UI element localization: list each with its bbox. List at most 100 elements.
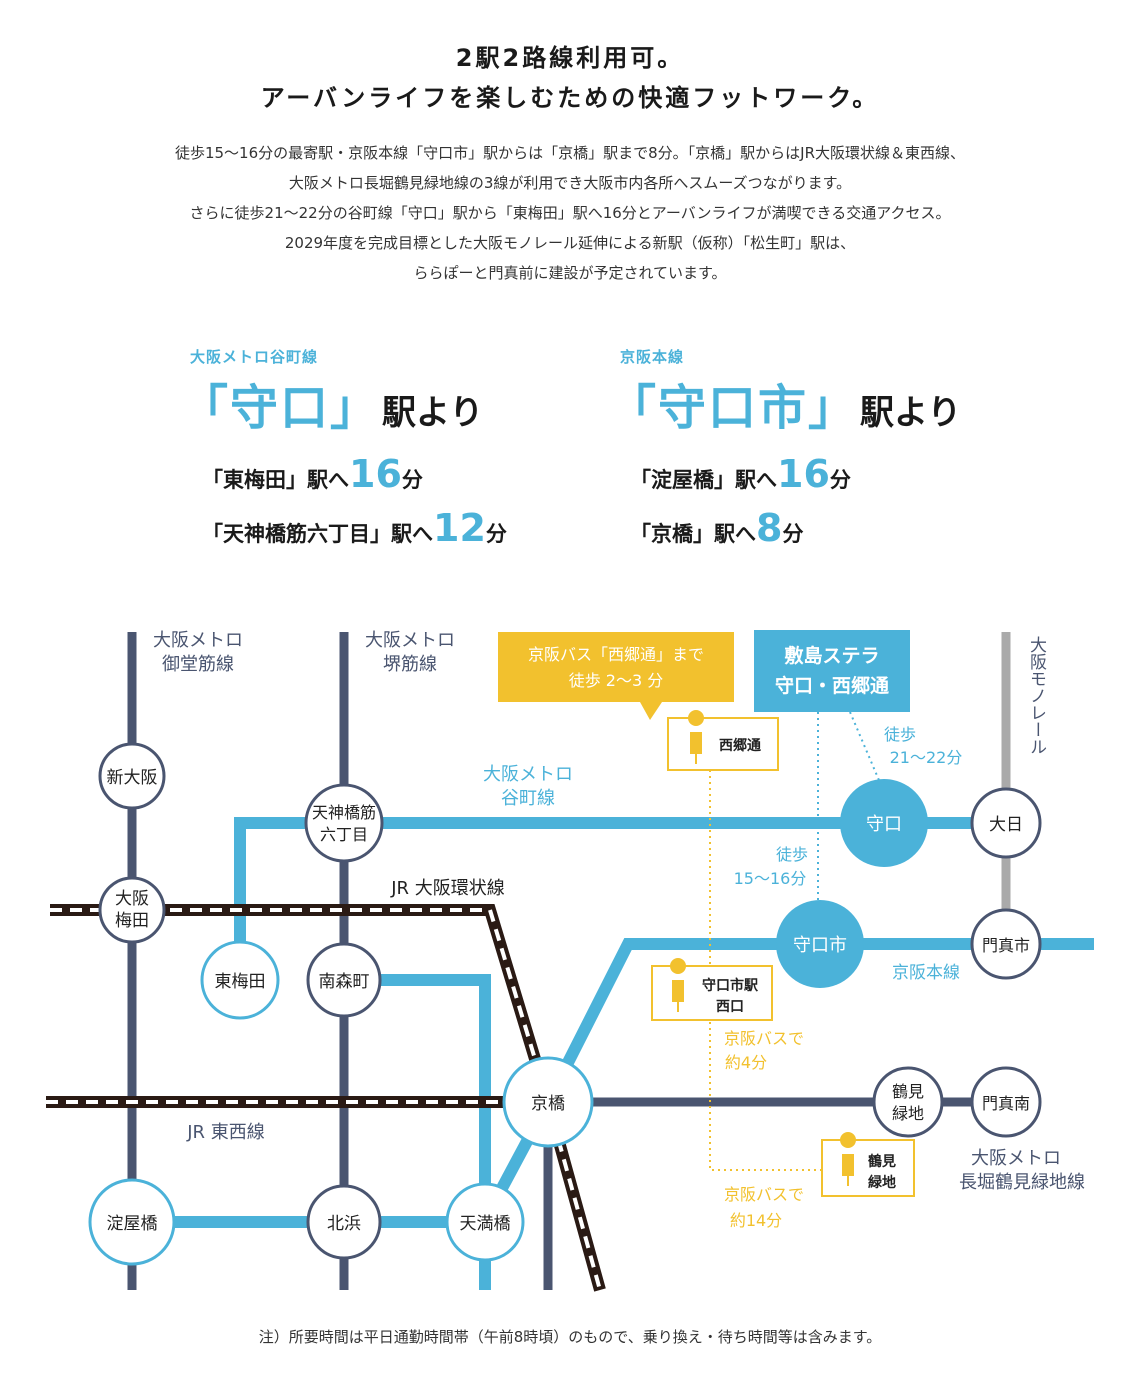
headline-line-1: 2駅2路線利用可。 (455, 44, 685, 72)
station-umeda: 大阪 梅田 (98, 876, 166, 944)
station-moriguchishi: 守口市 (776, 900, 864, 988)
walk-route (709, 711, 885, 1171)
station-label: 天満橋 (460, 1214, 511, 1234)
bus-stop-tsurumi: 鶴見 緑地 (821, 1132, 915, 1197)
station-label: 緑地 (892, 1104, 924, 1123)
walk-label: 徒歩 (884, 725, 916, 744)
station-label: 梅田 (115, 911, 149, 931)
walk-label: 21〜22分 (890, 748, 963, 767)
station-kyobashi: 京橋 (502, 1056, 594, 1148)
bus-callout-text: 京阪バス「西郷通」まで (528, 645, 704, 664)
bus-stop-moriguchishi-nishi: 守口市駅 西口 (651, 958, 773, 1021)
bus-time-label: 約4分 (725, 1053, 767, 1072)
sakaisuji-label: 堺筋線 (383, 654, 437, 675)
right-line-name: 京阪本線 (620, 348, 685, 366)
station-label: 門真南 (982, 1094, 1030, 1113)
route-minutes: 16 (777, 452, 830, 496)
left-station-name: 「守口」 (180, 380, 381, 436)
station-dainichi: 大日 (970, 787, 1042, 859)
station-tsurumi-ryokuchi: 鶴見 緑地 (872, 1066, 944, 1138)
station-yodoyabashi: 淀屋橋 (88, 1178, 176, 1266)
station-label: 北浜 (327, 1214, 361, 1234)
station-label: 大阪 (115, 889, 149, 909)
station-label: 南森町 (319, 972, 370, 992)
station-label: 天神橋筋 (312, 803, 376, 822)
route-minutes: 8 (756, 506, 783, 550)
walk-label: 徒歩 (776, 845, 808, 864)
route-unit: 分 (829, 468, 851, 492)
property-name: 敷島ステラ (784, 644, 879, 667)
bus-time-label: 京阪バスで (724, 1029, 804, 1048)
left-station-heading: 「守口」駅より (180, 368, 483, 438)
left-line-name: 大阪メトロ谷町線 (190, 348, 319, 366)
tanimachi-label: 大阪メトロ (483, 764, 573, 785)
station-label: 鶴見 (892, 1082, 924, 1101)
route-map: 新大阪 大阪 梅田 天神橋筋 六丁目 東梅田 南森町 京橋 淀屋橋 北浜 天満橋… (46, 630, 1094, 1292)
property-name: 守口・西郷通 (775, 674, 890, 697)
station-tenjinbashisuji: 天神橋筋 六丁目 (304, 783, 384, 863)
sakaisuji-label: 大阪メトロ (365, 630, 455, 651)
right-station-suffix: 駅より (860, 393, 962, 433)
route-unit: 分 (782, 522, 804, 546)
footnote: 注）所要時間は平日通勤時間帯（午前8時頃）のもので、乗り換え・待ち時間等は含みま… (258, 1328, 882, 1346)
jr-loop-label: JR 大阪環状線 (390, 878, 505, 899)
property-callout: 敷島ステラ 守口・西郷通 (754, 630, 910, 712)
bus-stop-label: 西口 (716, 999, 744, 1015)
right-route-2: 「京橋」駅へ8分 (630, 506, 803, 550)
route-destination: 「天神橋筋六丁目」駅へ (202, 522, 433, 546)
right-route-1: 「淀屋橋」駅へ16分 (630, 452, 851, 496)
jr-loop-line (50, 904, 606, 1292)
bus-stop-saigo: 西郷通 (667, 710, 779, 771)
bus-stop-label: 西郷通 (719, 738, 761, 754)
station-label: 京橋 (531, 1094, 565, 1114)
route-destination: 「京橋」駅へ (630, 522, 756, 546)
station-shin-osaka: 新大阪 (98, 742, 166, 810)
bus-time-label: 約14分 (730, 1211, 782, 1230)
intro-line: ららぽーと門真前に建設が予定されています。 (413, 264, 727, 282)
bus-stop-label: 緑地 (868, 1174, 896, 1191)
route-minutes: 16 (349, 452, 402, 496)
walk-label: 15〜16分 (734, 869, 807, 888)
station-label: 東梅田 (215, 972, 266, 992)
station-temmabashi: 天満橋 (445, 1182, 525, 1262)
station-label: 守口市 (793, 935, 847, 956)
keihan-line (132, 938, 1094, 1290)
midosuji-label: 御堂筋線 (162, 654, 234, 675)
station-label: 六丁目 (320, 825, 368, 844)
station-kadoma-minami: 門真南 (970, 1066, 1042, 1138)
right-station-name: 「守口市」 (608, 380, 859, 436)
route-destination: 「東梅田」駅へ (202, 468, 349, 492)
left-station-suffix: 駅より (382, 393, 484, 433)
station-label: 淀屋橋 (107, 1214, 158, 1234)
left-route-2: 「天神橋筋六丁目」駅へ12分 (202, 506, 507, 550)
intro-line: 徒歩15〜16分の最寄駅・京阪本線「守口市」駅からは「京橋」駅まで8分。「京橋」… (174, 144, 966, 162)
station-kitahama: 北浜 (306, 1184, 382, 1260)
bus-callout-text: 徒歩 2〜3 分 (569, 671, 664, 690)
station-kadomashi: 門真市 (970, 908, 1042, 980)
bus-callout: 京阪バス「西郷通」まで 徒歩 2〜3 分 (498, 632, 734, 720)
nagahori-label: 長堀鶴見緑地線 (959, 1172, 1085, 1193)
route-minutes: 12 (433, 506, 486, 550)
bus-stop-label: 守口市駅 (702, 977, 759, 994)
intro-line: 2029年度を完成目標とした大阪モノレール延伸による新駅（仮称）「松生町」駅は、 (284, 234, 856, 252)
station-label: 守口 (866, 814, 902, 835)
intro-text: 徒歩15〜16分の最寄駅・京阪本線「守口市」駅からは「京橋」駅まで8分。「京橋」… (0, 138, 1140, 288)
station-label: 新大阪 (107, 768, 158, 788)
jr-tozai-label: JR 東西線 (186, 1122, 265, 1143)
nagahori-label: 大阪メトロ (971, 1148, 1061, 1169)
station-higashi-umeda: 東梅田 (200, 940, 280, 1020)
right-station-heading: 「守口市」駅より (608, 368, 961, 438)
bus-time-label: 京阪バスで (724, 1185, 804, 1204)
keihan-label: 京阪本線 (892, 963, 960, 983)
station-minami-morimachi: 南森町 (306, 942, 382, 1018)
station-moriguchi: 守口 (840, 779, 928, 867)
monorail-label: 大阪モノレール (1026, 636, 1047, 755)
route-destination: 「淀屋橋」駅へ (630, 468, 777, 492)
tanimachi-label: 谷町線 (501, 788, 555, 809)
bus-stop-label: 鶴見 (868, 1153, 896, 1170)
route-unit: 分 (485, 522, 507, 546)
headline-line-2: アーバンライフを楽しむための快適フットワーク。 (260, 84, 880, 112)
tanimachi-line (234, 817, 1006, 980)
midosuji-label: 大阪メトロ (153, 630, 243, 651)
route-unit: 分 (401, 468, 423, 492)
